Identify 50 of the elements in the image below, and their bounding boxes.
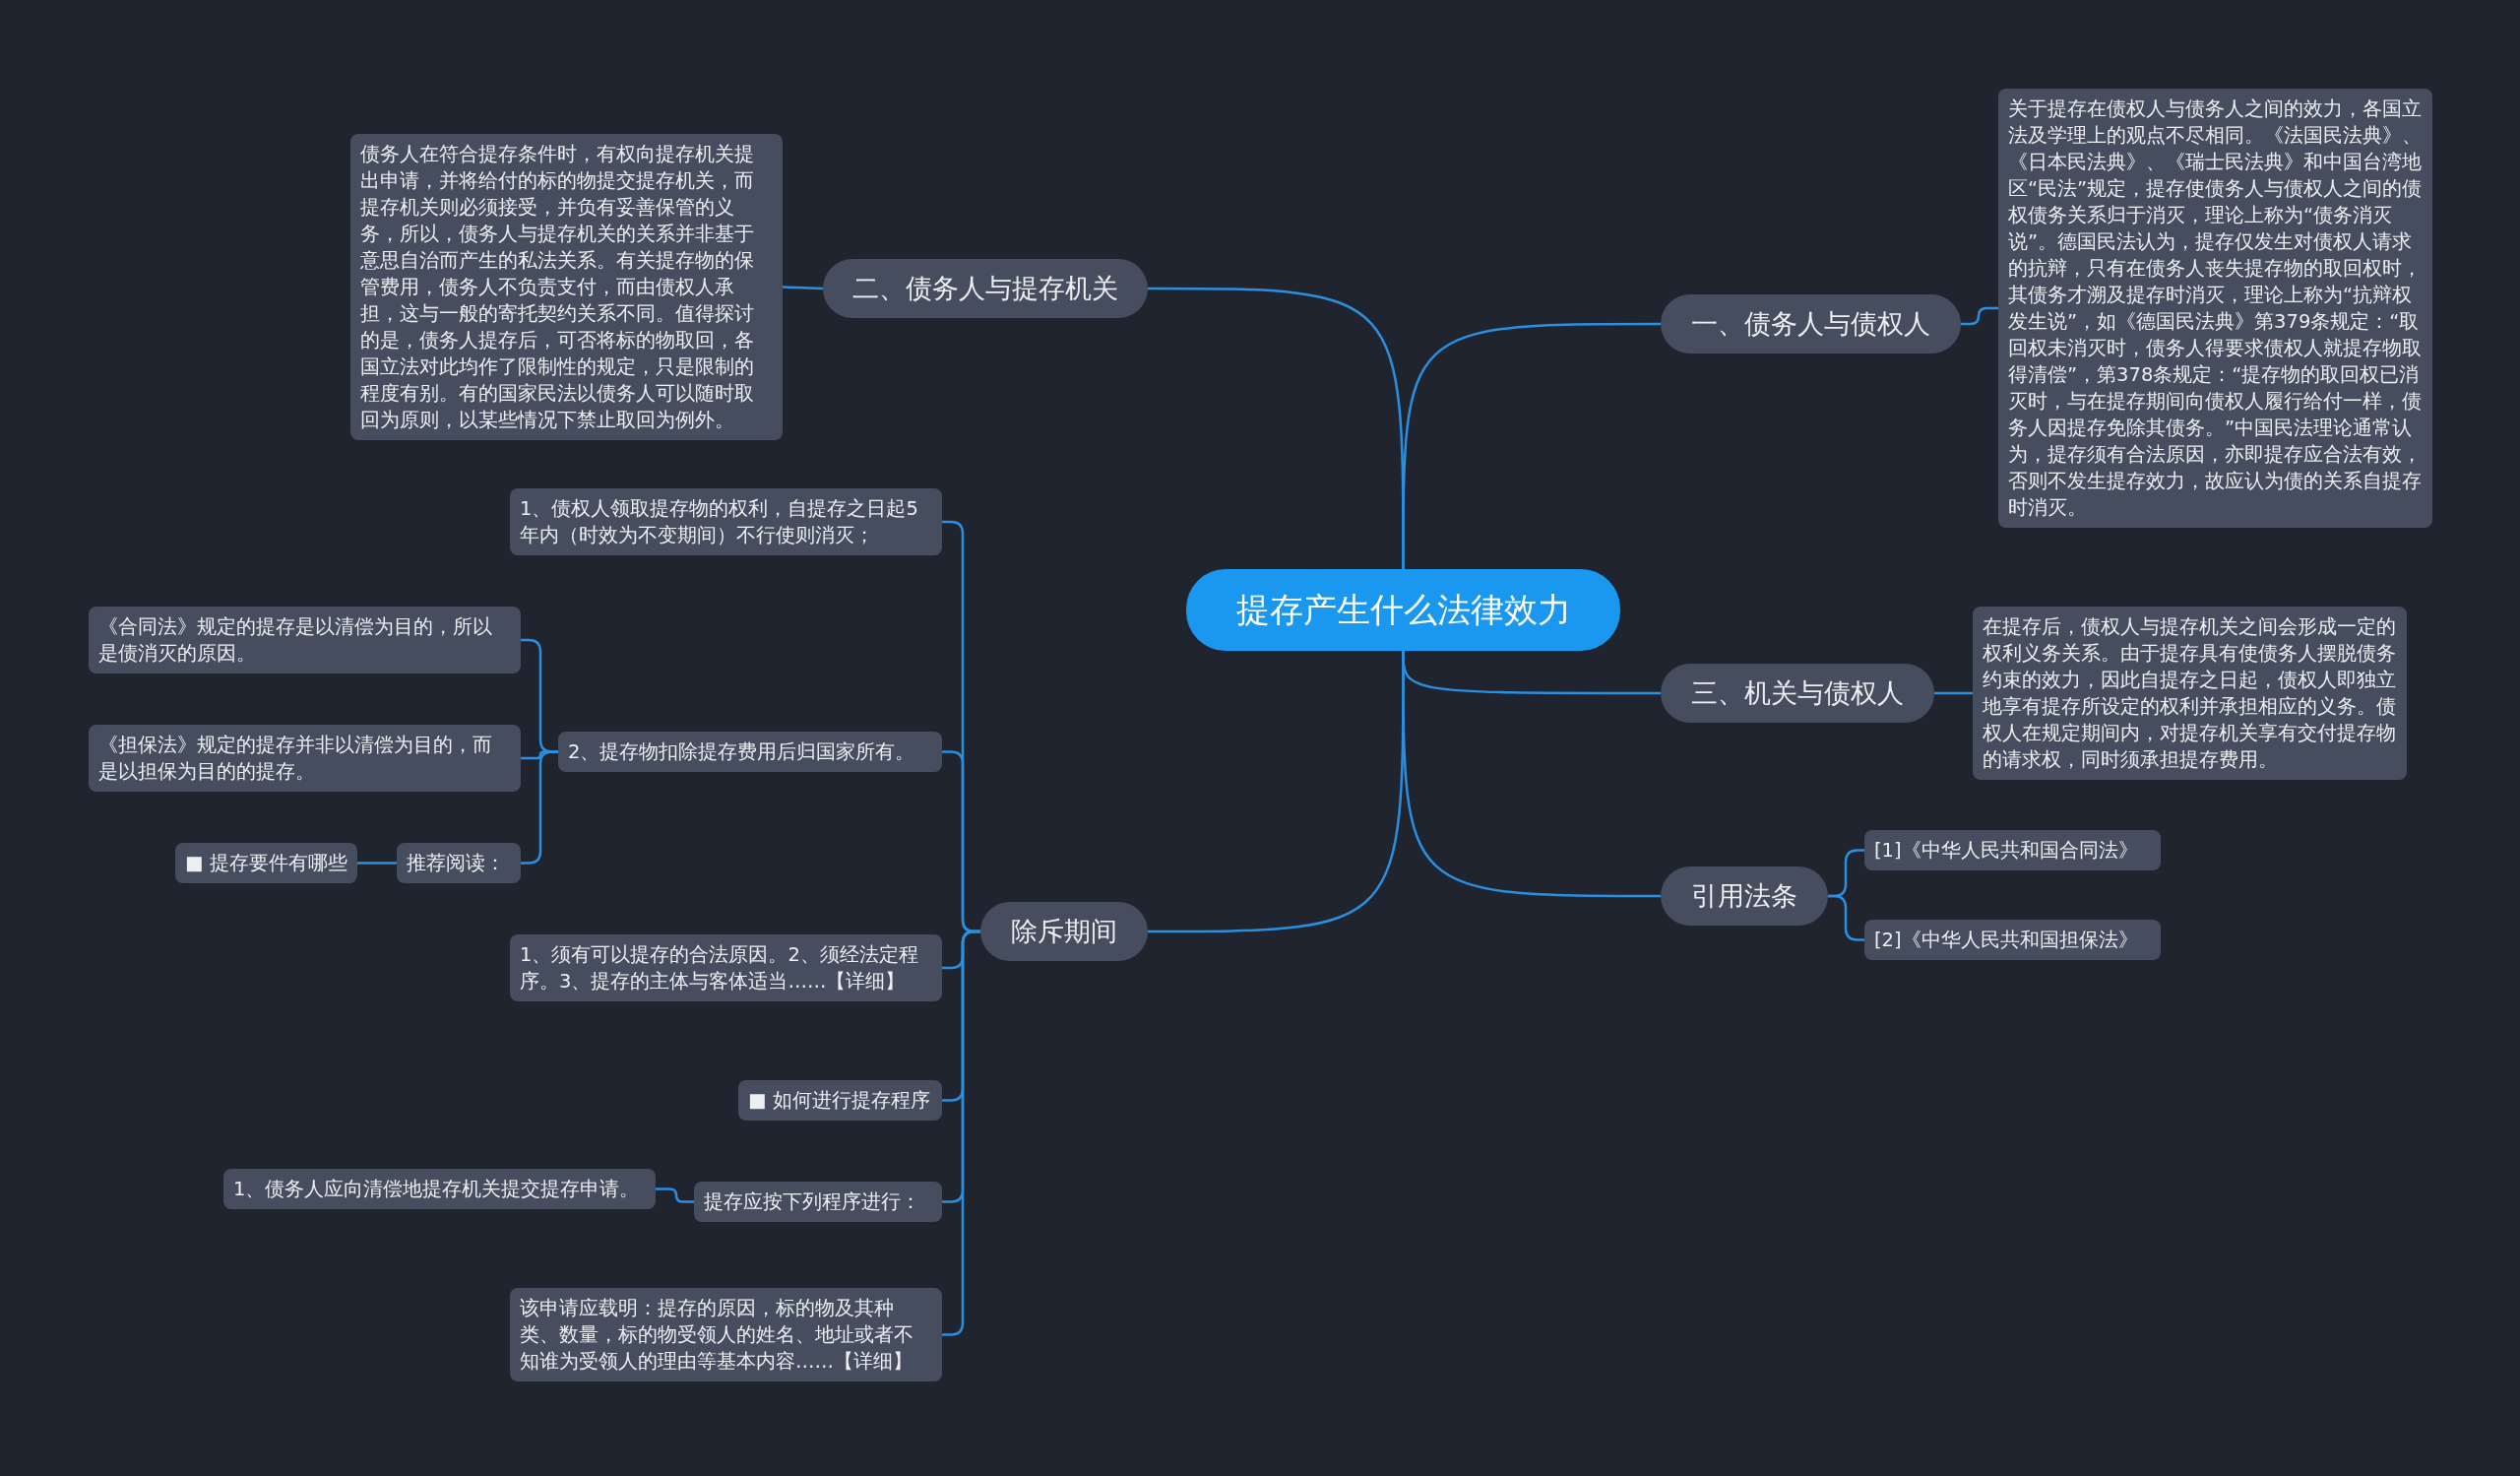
note-card: [558, 732, 942, 772]
note-card: [738, 1080, 942, 1121]
note-card: [510, 934, 942, 1001]
note-card: [1864, 830, 2161, 870]
note-card: [89, 725, 521, 792]
branch-topic: [823, 259, 1148, 318]
connector-line: [1828, 894, 1864, 941]
topic-text: 1、须有可以提存的合法原因。2、须经法定程序。3、提存的主体与客体适当……【详细】: [520, 942, 919, 995]
topic-text: ■ 提存要件有哪些: [185, 851, 347, 876]
topic-text: [1]《中华人民共和国合同法》: [1874, 838, 2139, 864]
topic-text: 推荐阅读：: [407, 851, 506, 876]
topic-text: 《担保法》规定的提存并非以清偿为目的，而是以担保为目的的提存。: [98, 733, 493, 785]
topic-text: 债务人在符合提存条件时，有权向提存机关提出申请，并将给付的标的物提交提存机关，而提存机关则必须接受，并负有妥善保管的义务，所以，债务人与提存机关的关系并非基于意思自治而产生的私法关系。有关提存物的保管费用，债务人不负责支付，而由债权人承担，这与一般的寄托契约关系不同。值得探讨的是，债务人提存后，可否将标的物取回，各国立法对此均作了限制性的规定，只是限制的程度有别。有的国家民法以债务人可以随时取回为原则，以某些情况下禁止取回为例外。: [360, 142, 755, 433]
note-card: [89, 607, 521, 674]
topic-text: [2]《中华人民共和国担保法》: [1874, 928, 2139, 953]
note-card: [510, 488, 942, 555]
topic-text: 二、债务人与提存机关: [852, 272, 1118, 305]
connector-line: [521, 750, 558, 865]
connector-line: [1148, 651, 1405, 933]
note-card: [1864, 920, 2161, 960]
topic-text: 1、债权人领取提存物的权利，自提存之日起5年内（时效为不变期间）不行使则消灭；: [520, 496, 919, 548]
connector-line: [942, 930, 980, 1336]
topic-text: 三、机关与债权人: [1691, 676, 1904, 710]
branch-topic: [1661, 664, 1934, 723]
note-card: [510, 1288, 942, 1381]
topic-text: ■ 如何进行提存程序: [748, 1088, 931, 1114]
branch-topic: [1661, 294, 1961, 353]
topic-text: 关于提存在债权人与债务人之间的效力，各国立法及学理上的观点不尽相同。《法国民法典》、《日本民法典》、《瑞士民法典》和中国台湾地区“民法”规定，提存使债务人与债权人之间的债权债务关系归于消灭，理论上称为“债务消灭说”。德国民法认为，提存仅发生对债权人请求的抗辩，只有在债务人丧失提存物的取回权时，其债务才溯及提存时消灭，理论上称为“抗辩权发生说”，如《德国民法典》第379条规定：“取回权未消灭时，债务人得要求债权人就提存物取得清偿”，第378条规定：“提存物的取回权已消灭时，与在提存期间向债权人履行给付一样，债务人因提存免除其债务。”中国民法理论通常认为，提存须有合法原因，亦即提存应合法有效，否则不发生提存效力，故应认为债的关系自提存时消灭。: [2008, 96, 2423, 521]
topic-text: 该申请应载明：提存的原因，标的物及其种类、数量，标的物受领人的姓名、地址或者不知谁为受领人的理由等基本内容……【详细】: [520, 1296, 914, 1375]
topic-text: 1、债务人应向清偿地提存机关提交提存申请。: [233, 1177, 641, 1202]
note-card: [223, 1169, 656, 1209]
connector-line: [357, 862, 397, 865]
topic-text: 引用法条: [1691, 879, 1797, 913]
topic-text: 提存产生什么法律效力: [1235, 588, 1571, 631]
connector-line: [782, 286, 824, 290]
note-card: [175, 843, 357, 883]
branch-topic: [1661, 866, 1828, 926]
note-card: [397, 843, 521, 883]
note-card: [694, 1182, 942, 1222]
topic-text: 一、债务人与债权人: [1691, 307, 1930, 341]
connector-line: [656, 1187, 694, 1203]
branch-topic: [980, 902, 1148, 961]
topic-text: 在提存后，债权人与提存机关之间会形成一定的权利义务关系。由于提存具有使债务人摆脱债务约束的效力，因此自提存之日起，债权人即独立地享有提存所设定的权利并承担相应的义务。债权人在规定期间内，对提存机关享有交付提存物的请求权，同时须承担提存费用。: [1983, 614, 2397, 773]
topic-text: 除斥期间: [1011, 915, 1117, 948]
connector-line: [1934, 691, 1973, 695]
topic-text: 2、提存物扣除提存费用后归国家所有。: [568, 739, 916, 765]
connector-line: [1961, 306, 1998, 326]
topic-text: 《合同法》规定的提存是以清偿为目的，所以是债消灭的原因。: [98, 614, 493, 667]
topic-text: 提存应按下列程序进行：: [704, 1189, 921, 1215]
connector-line: [1148, 287, 1405, 569]
